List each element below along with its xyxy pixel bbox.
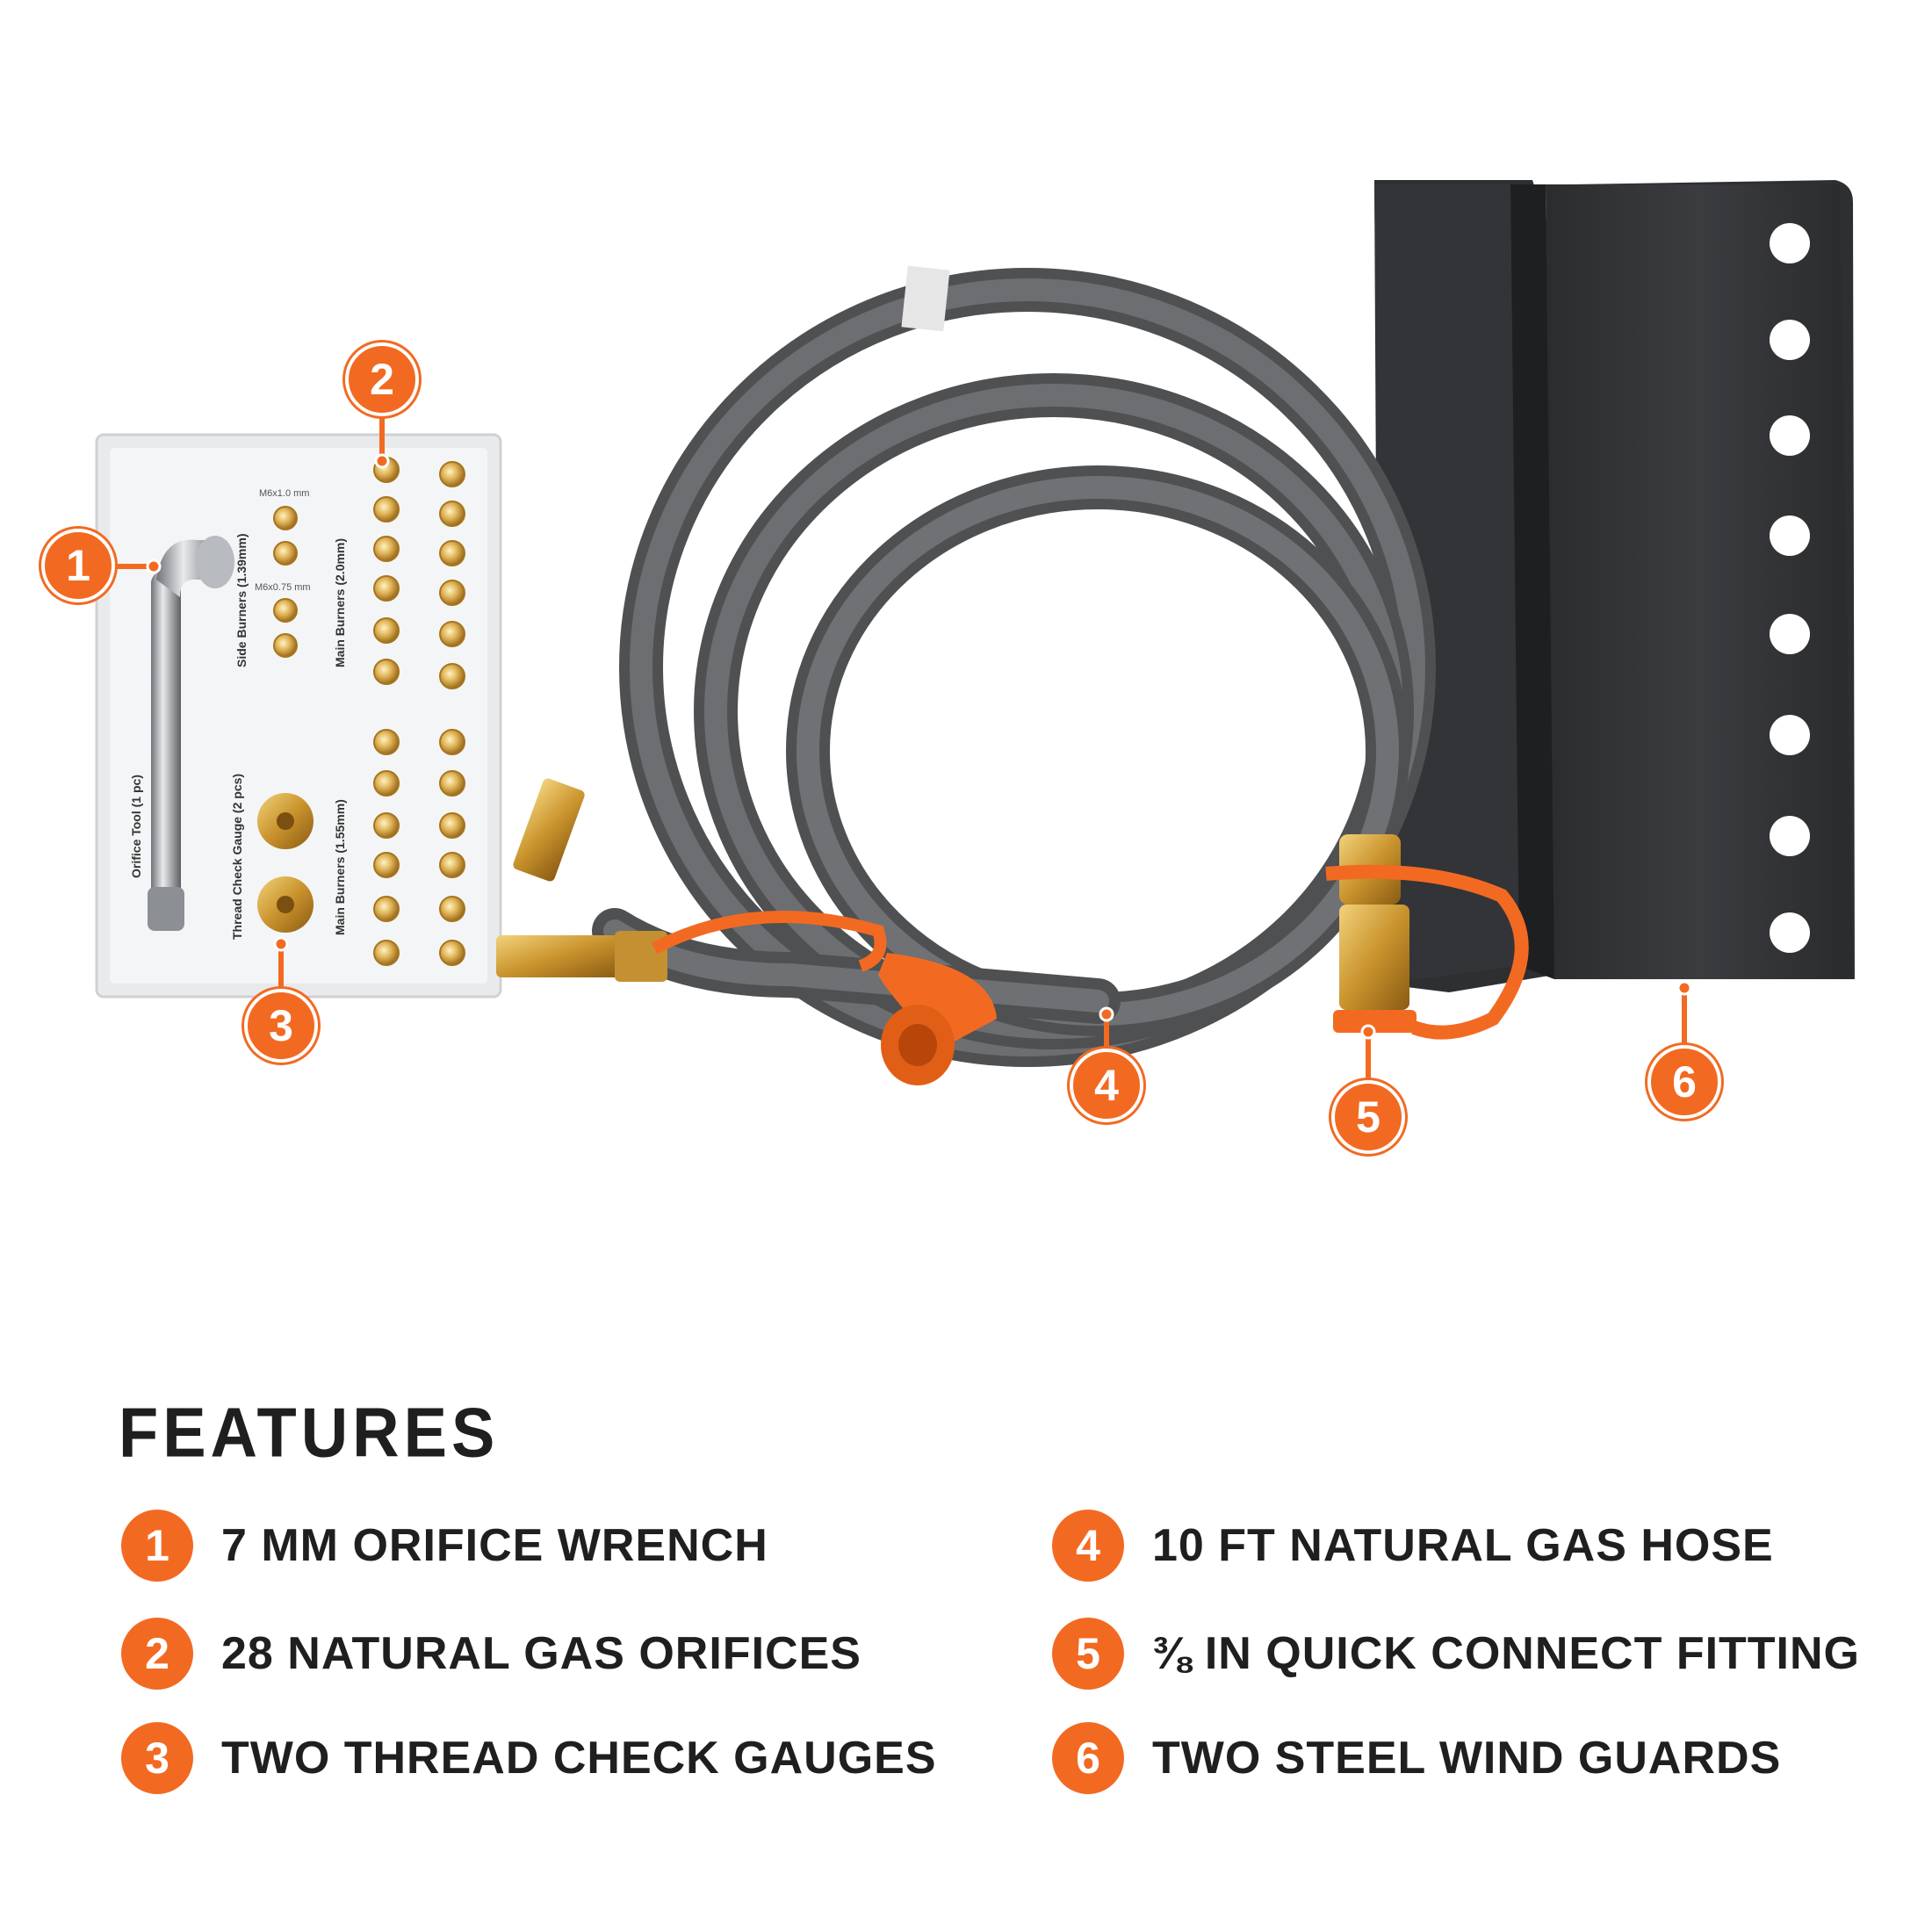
card-side-burners-label: Side Burners (1.39mm)	[234, 534, 249, 668]
wind-guards	[1374, 180, 1855, 992]
hose-fittings	[496, 778, 667, 982]
feature-item-1: 1 7 MM ORIFICE WRENCH	[121, 1506, 768, 1585]
feature-number-badge: 5	[1052, 1618, 1124, 1690]
card-orifice-tool-label: Orifice Tool (1 pc)	[129, 775, 143, 878]
card-thread-gauge-label: Thread Check Gauge (2 pcs)	[230, 774, 244, 940]
feature-label: 28 NATURAL GAS ORIFICES	[221, 1628, 861, 1679]
feature-number-badge: 1	[121, 1510, 193, 1582]
feature-item-4: 4 10 FT NATURAL GAS HOSE	[1052, 1506, 1774, 1585]
feature-label: TWO STEEL WIND GUARDS	[1152, 1733, 1782, 1784]
callout-5: 5	[1331, 1080, 1405, 1154]
callout-1: 1	[41, 529, 115, 602]
quick-connect-fitting	[1325, 834, 1529, 1040]
feature-label: ⅜ IN QUICK CONNECT FITTING	[1152, 1628, 1860, 1679]
hose-dust-cap	[651, 911, 997, 1085]
callout-2: 2	[345, 342, 419, 416]
callout-4: 4	[1070, 1049, 1143, 1122]
callout-3: 3	[244, 989, 318, 1063]
card-main-burners-top-label: Main Burners (2.0mm)	[333, 538, 347, 667]
feature-item-2: 2 28 NATURAL GAS ORIFICES	[121, 1614, 861, 1693]
feature-label: 10 FT NATURAL GAS HOSE	[1152, 1520, 1774, 1571]
feature-number-badge: 4	[1052, 1510, 1124, 1582]
orifice-card: Side Burners (1.39mm) Main Burners (2.0m…	[95, 433, 502, 998]
callout-6: 6	[1647, 1045, 1721, 1119]
feature-item-5: 5 ⅜ IN QUICK CONNECT FITTING	[1052, 1614, 1860, 1693]
thread-check-gauges	[257, 793, 314, 933]
feature-number-badge: 2	[121, 1618, 193, 1690]
natural-gas-hose	[592, 265, 1436, 1067]
feature-label: TWO THREAD CHECK GAUGES	[221, 1733, 937, 1784]
feature-item-3: 3 TWO THREAD CHECK GAUGES	[121, 1719, 937, 1798]
feature-label: 7 MM ORIFICE WRENCH	[221, 1520, 768, 1571]
feature-number-badge: 6	[1052, 1722, 1124, 1794]
card-main-burners-bottom-label: Main Burners (1.55mm)	[333, 799, 347, 935]
feature-item-6: 6 TWO STEEL WIND GUARDS	[1052, 1719, 1781, 1798]
card-size-label-a: M6x1.0 mm	[259, 488, 309, 499]
orifice-wrench	[148, 536, 234, 931]
feature-number-badge: 3	[121, 1722, 193, 1794]
features-title: FEATURES	[119, 1393, 500, 1472]
card-size-label-b: M6x0.75 mm	[255, 582, 311, 593]
product-photo: Side Burners (1.39mm) Main Burners (2.0m…	[95, 180, 1855, 1085]
